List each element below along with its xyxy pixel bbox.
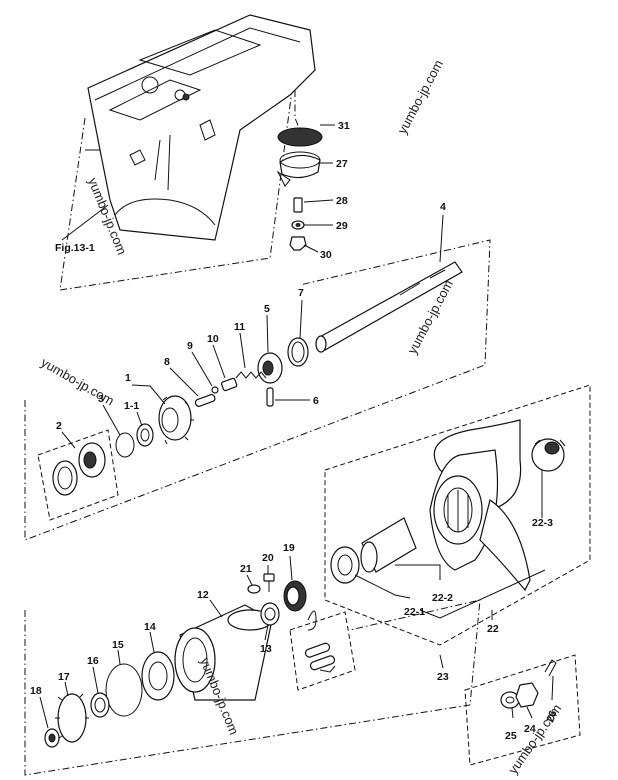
leader-lines [39,124,554,729]
shim-16 [90,692,110,718]
washer-18 [44,728,60,748]
label-13: 13 [260,643,272,655]
reverse-gear-1 [158,395,194,445]
label-20: 20 [262,552,274,564]
label-1-1: 1-1 [124,400,139,412]
label-7: 7 [298,287,304,299]
label-27: 27 [336,158,348,170]
ball-9 [211,386,219,394]
pin-6 [266,387,274,407]
oil-seal-19 [283,580,307,612]
label-30: 30 [320,249,332,261]
label-3: 3 [98,393,104,405]
label-22-1: 22-1 [404,606,425,618]
propeller-group-boundary [324,384,591,646]
label-23: 23 [437,671,449,683]
spring-11 [235,371,267,379]
bearing-2 [52,442,106,496]
bolt-28 [293,197,303,213]
thrust-washer-22-1 [330,546,360,584]
seal-ring-7 [287,337,309,367]
forward-gear-17 [55,693,89,743]
pump-axis-line [294,90,301,131]
o-ring-3 [115,432,135,458]
washer-1-1 [136,423,154,447]
label-31: 31 [338,120,350,132]
bearing-housing-12 [174,604,273,701]
label-29: 29 [336,220,348,232]
group-box-lower [24,384,591,776]
cotter-pin-26 [544,659,557,677]
label-fig-13-1: Fig.13-1 [55,242,95,254]
label-22: 22 [487,623,499,635]
spacer-22-3 [531,438,566,472]
label-26: 26 [544,709,559,724]
label-22-2: 22-2 [432,592,453,604]
label-16: 16 [87,655,99,667]
washer-21 [247,584,261,594]
clip-group-boundary [289,611,356,691]
nut-24 [515,682,539,708]
label-9: 9 [187,340,193,352]
label-1: 1 [125,372,131,384]
bushing-22-2 [360,517,417,573]
drive-shaft [315,261,463,353]
bolt-20 [263,573,275,592]
bearing-13 [260,602,280,626]
impeller-27 [276,151,321,187]
part-labels: 31 27 28 29 30 4 7 5 6 11 10 9 8 1 1-1 3… [30,120,560,742]
label-21: 21 [240,563,252,575]
washer-29 [291,220,305,230]
gasket-31 [277,127,323,147]
label-18: 18 [30,685,42,697]
propeller-22 [429,419,531,592]
label-4: 4 [440,201,446,213]
o-ring-15 [105,663,143,717]
bearing-group-boundary [37,429,119,521]
shaft-group-boundary [24,239,491,541]
label-8: 8 [164,356,170,368]
watermark-4: yumbo-jp.com [39,355,117,409]
label-17: 17 [58,671,70,683]
label-24: 24 [524,723,536,735]
label-5: 5 [264,303,270,315]
label-10: 10 [207,333,219,345]
dog-clutch-5 [257,352,283,384]
gear-group-boundary [24,599,481,776]
plunger-10 [221,377,238,392]
label-12: 12 [197,589,209,601]
label-2: 2 [56,420,62,432]
label-22-3: 22-3 [532,517,553,529]
label-11: 11 [234,321,245,333]
bearing-14 [141,651,175,701]
nut-group-boundary [464,654,581,766]
label-14: 14 [144,621,156,633]
label-19: 19 [283,542,295,554]
label-25: 25 [505,730,517,742]
watermark-1: yumbo-jp.com [394,57,446,136]
clip-parts [304,610,336,673]
label-15: 15 [112,639,124,651]
lower-unit-housing [85,14,316,241]
label-28: 28 [336,195,348,207]
nut-30 [289,236,307,251]
shift-rod-8 [194,394,216,407]
label-6: 6 [313,395,319,407]
